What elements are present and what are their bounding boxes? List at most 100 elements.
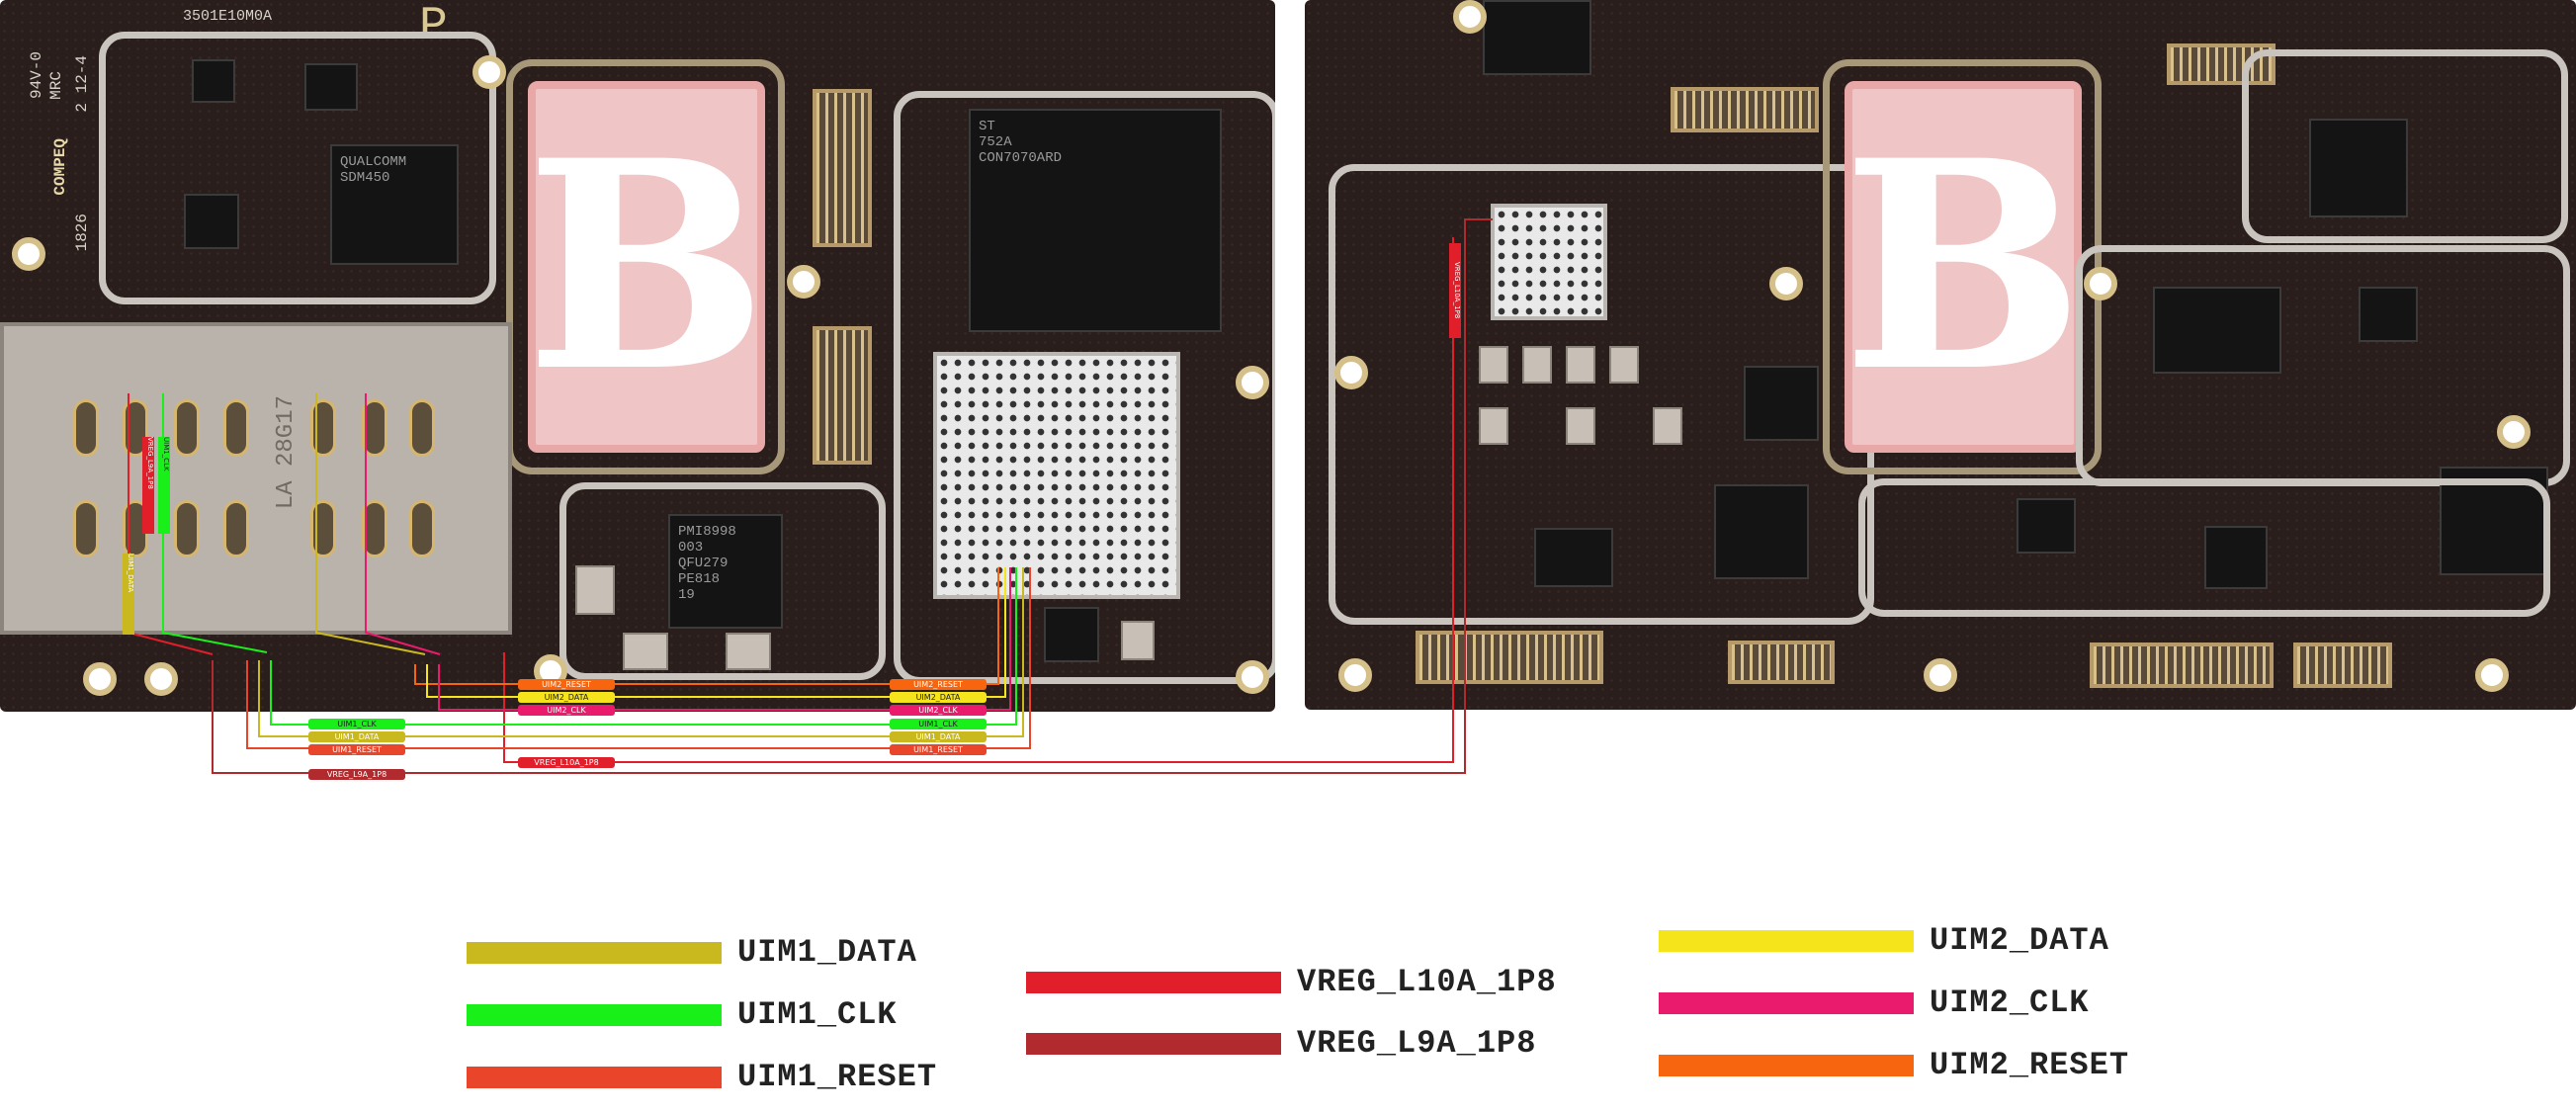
pmi-chip-line2: 003 <box>678 540 704 556</box>
component <box>1609 346 1639 384</box>
ic-small <box>1483 0 1591 75</box>
mount-hole <box>83 662 117 696</box>
legend-label: UIM1_DATA <box>737 934 917 971</box>
sim-slot <box>310 399 336 457</box>
component <box>1121 621 1155 660</box>
sim-slot <box>73 500 99 557</box>
legend-label: UIM2_DATA <box>1930 922 2109 959</box>
connector-flex <box>1671 87 1819 132</box>
trace-vreg-l10a <box>503 237 1454 763</box>
mount-hole <box>1453 0 1487 34</box>
connector-flex <box>813 326 872 465</box>
legend-item-uim1-reset: UIM1_RESET <box>467 1059 937 1095</box>
memory-chip: ST 752A CON7070ARD <box>969 109 1222 332</box>
tag-uim1-reset: UIM1_RESET <box>890 744 987 755</box>
tag-vreg-l10a-vertical: VREG_L10A_1P8 <box>1449 243 1461 338</box>
component <box>1653 407 1682 445</box>
rf-bga-pads <box>1491 204 1607 320</box>
sim-slot <box>409 399 435 457</box>
trace-uim2-clk <box>438 567 1011 711</box>
mount-hole <box>2497 415 2531 449</box>
sim-slot <box>73 399 99 457</box>
legend-swatch <box>1659 1054 1914 1076</box>
legend-item-uim1-clk: UIM1_CLK <box>467 996 898 1033</box>
qualcomm-chip-model: SDM450 <box>340 170 390 186</box>
tag-uim1-data: UIM1_DATA <box>308 731 405 742</box>
component <box>1479 346 1508 384</box>
legend-label: UIM2_CLK <box>1930 985 2090 1021</box>
mount-hole <box>1338 658 1372 692</box>
mount-hole <box>1236 660 1269 694</box>
legend-item-vreg-l9a: VREG_L9A_1P8 <box>1026 1025 1536 1062</box>
rf-shield-right-top <box>2242 49 2568 243</box>
component <box>1479 407 1508 445</box>
legend-swatch <box>1026 971 1281 993</box>
sim-card-tray: LA 28G17 <box>0 322 512 635</box>
connector-flex <box>2293 643 2392 688</box>
pcb-board-left: 3501E10M0A P 94V-0 MRC 2 12-4 1826 COMPE… <box>0 0 1275 712</box>
mount-hole <box>472 55 506 89</box>
pmi-chip-line1: PMI8998 <box>678 524 736 540</box>
trace-uim1-clk <box>270 567 1017 726</box>
pmi-chip-line3: QFU279 <box>678 556 729 571</box>
legend-swatch <box>467 941 722 964</box>
tag-uim2-reset: UIM2_RESET <box>890 679 987 690</box>
rf-shield-soc <box>894 91 1275 684</box>
battery-frame-left <box>506 59 785 474</box>
legend-label: UIM2_RESET <box>1930 1047 2130 1083</box>
tag-uim2-data: UIM2_DATA <box>890 692 987 703</box>
soc-bga-pads <box>933 352 1180 599</box>
tag-uim2-data: UIM2_DATA <box>518 692 615 703</box>
tag-uim1-clk: UIM1_CLK <box>890 719 987 729</box>
component <box>1522 346 1552 384</box>
sim-slot <box>409 500 435 557</box>
mount-hole <box>1769 267 1803 300</box>
mount-hole <box>787 265 820 299</box>
ic-small <box>192 59 235 103</box>
mount-hole <box>12 237 45 271</box>
ic-small <box>1714 484 1809 579</box>
component <box>623 633 668 670</box>
mount-hole <box>144 662 178 696</box>
connector-flex <box>813 89 872 247</box>
tag-uim1-clk: UIM1_CLK <box>308 719 405 729</box>
part-number-silk: 3501E10M0A <box>183 8 273 25</box>
legend-item-uim2-reset: UIM2_RESET <box>1659 1047 2129 1083</box>
mount-hole <box>1236 366 1269 399</box>
legend-label: VREG_L9A_1P8 <box>1297 1025 1537 1062</box>
legend-swatch <box>1659 991 1914 1014</box>
trace-sim-green <box>162 393 268 653</box>
tag-uim2-clk: UIM2_CLK <box>518 705 615 716</box>
tag-uim1-data: UIM1_DATA <box>890 731 987 742</box>
ic-small <box>184 194 239 249</box>
tag-uim2-clk: UIM2_CLK <box>890 705 987 716</box>
trace-uim2-data <box>426 567 1006 698</box>
tag-uim1-reset: UIM1_RESET <box>308 744 405 755</box>
sim-slot <box>174 500 200 557</box>
ic-small <box>304 63 358 111</box>
tag-vreg-l10a: VREG_L10A_1P8 <box>518 757 615 768</box>
sim-slot <box>223 399 249 457</box>
component <box>726 633 771 670</box>
tag-vreg-l9a: VREG_L9A_1P8 <box>308 769 405 780</box>
tag-uim2-reset: UIM2_RESET <box>518 679 615 690</box>
memory-chip-line2: 752A <box>979 134 1012 150</box>
ic-small <box>2309 119 2408 217</box>
battery-pad-left: B <box>525 81 768 453</box>
rf-shield-pmic <box>559 482 886 680</box>
legend-swatch <box>1659 929 1914 952</box>
legend-item-uim2-data: UIM2_DATA <box>1659 922 2109 959</box>
ic-small <box>1044 607 1099 662</box>
legend-label: UIM1_CLK <box>737 996 898 1033</box>
connector-flex <box>1728 641 1835 684</box>
trace-uim1-data <box>258 567 1024 737</box>
legend-item-uim1-data: UIM1_DATA <box>467 934 917 971</box>
memory-chip-line1: ST <box>979 119 995 134</box>
tag-sim-vreg-l9a: VREG_L9A_1P8 <box>142 437 154 534</box>
rf-shield-right-bottom <box>1858 478 2550 617</box>
ic-small <box>2153 287 2281 374</box>
legend-item-vreg-l10a: VREG_L10A_1P8 <box>1026 964 1557 1000</box>
trace-uim1-reset <box>246 567 1031 749</box>
ic-small <box>2204 526 2268 589</box>
